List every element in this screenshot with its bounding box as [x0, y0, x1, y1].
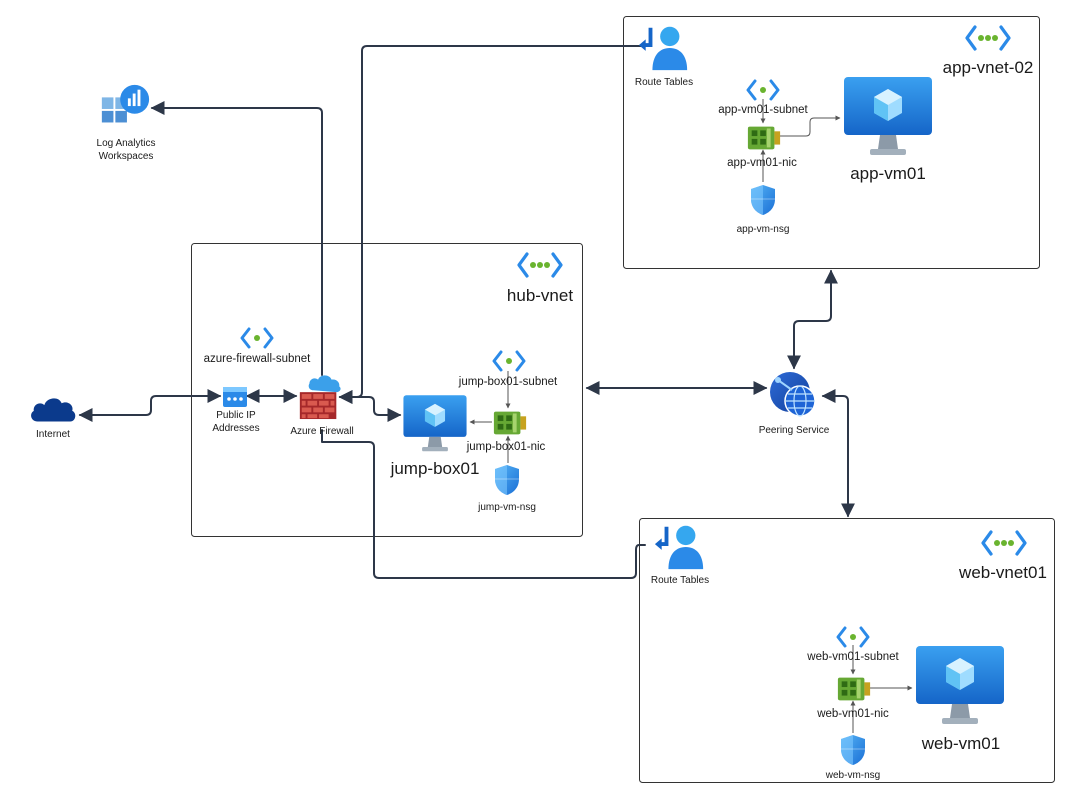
edge-firewall-loganalytics	[150, 101, 323, 376]
app-route-table-label: Route Tables	[635, 77, 693, 88]
edge-firewall-jumpbox	[338, 390, 402, 422]
app-vnet-box	[623, 16, 1040, 269]
public-ip-icon	[223, 387, 247, 407]
web-vnet-title: web-vnet01	[958, 563, 1047, 582]
web-route-table-label: Route Tables	[651, 575, 709, 586]
peering-service-label: Peering Service	[759, 425, 830, 436]
app-subnet-label: app-vm01-subnet	[718, 104, 808, 116]
jump-vm-label: jump-box01	[390, 459, 480, 478]
web-nsg-label: web-vm-nsg	[825, 770, 880, 781]
web-nic-label: web-vm01-nic	[816, 708, 889, 720]
app-vm-label: app-vm01	[850, 164, 926, 183]
edge-appnic-vm	[780, 115, 841, 137]
web-vm-label: web-vm01	[921, 734, 1000, 753]
edge-internet-publicip	[78, 389, 222, 422]
app-vnet-title: app-vnet-02	[943, 58, 1034, 77]
app-nsg-label: app-vm-nsg	[737, 224, 790, 235]
log-analytics-icon	[101, 84, 150, 123]
jump-nic-label: jump-box01-nic	[466, 441, 546, 453]
edge-app-peering	[787, 269, 838, 370]
log-analytics-label-1: Log Analytics	[97, 138, 156, 149]
peering-service-icon	[769, 371, 816, 417]
edge-webroute-firewall	[321, 429, 646, 579]
public-ip-label-2: Addresses	[212, 423, 259, 434]
hub-vnet-title: hub-vnet	[507, 286, 573, 305]
public-ip-label-1: Public IP	[216, 410, 256, 421]
azure-firewall-label: Azure Firewall	[290, 426, 353, 437]
internet-cloud-icon	[31, 398, 76, 422]
log-analytics-label-2: Workspaces	[99, 151, 154, 162]
web-subnet-label: web-vm01-subnet	[806, 651, 899, 663]
edge-peering-web	[821, 389, 855, 518]
jump-nsg-label: jump-vm-nsg	[477, 502, 536, 513]
jump-subnet-label: jump-box01-subnet	[458, 376, 558, 388]
app-nic-label: app-vm01-nic	[727, 157, 797, 169]
internet-label: Internet	[36, 429, 70, 440]
firewall-subnet-label: azure-firewall-subnet	[204, 353, 312, 365]
